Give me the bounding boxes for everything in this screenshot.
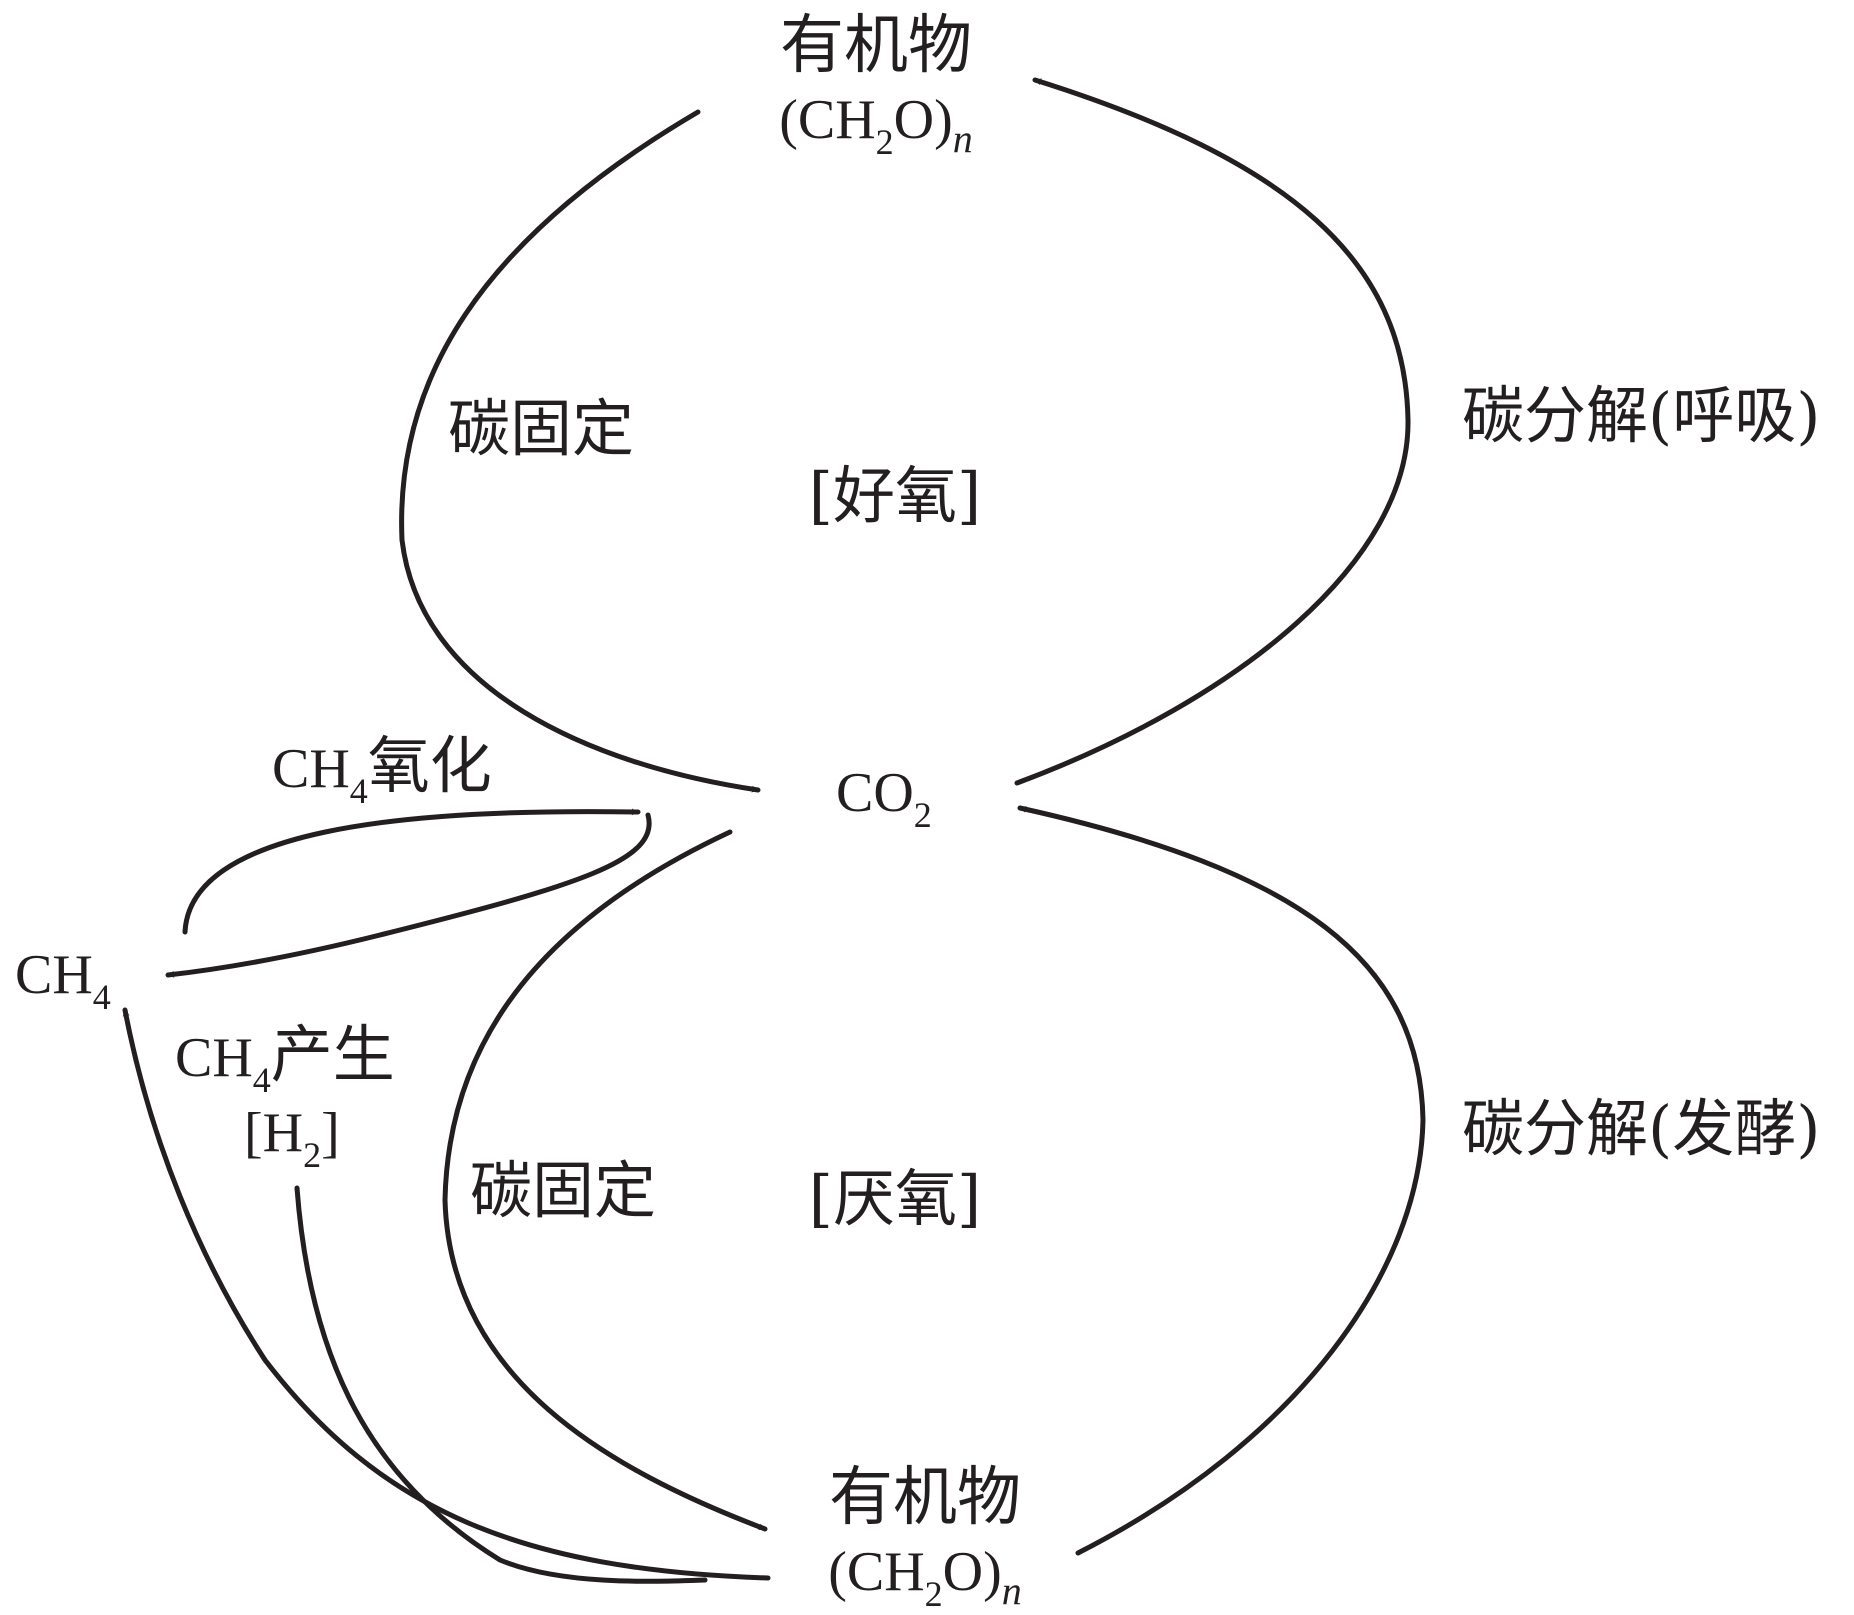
ch4-oxidation-label: CH4氧化 (272, 733, 492, 809)
formula-part: (CH (779, 89, 876, 151)
formula-index: n (1001, 1568, 1022, 1613)
formula-subscript: 4 (92, 977, 111, 1017)
bottom-organic-label: 有机物 (829, 1461, 1021, 1535)
formula-part: [H (244, 1102, 304, 1164)
formula-subscript: 2 (913, 795, 932, 835)
formula-part: CH (15, 944, 93, 1006)
formula-subscript: 2 (303, 1135, 322, 1175)
co2-label: CO2 (836, 762, 932, 833)
formula-part: ] (321, 1102, 340, 1164)
arrow-fixation-aerobic (399, 109, 761, 793)
h2-label: [H2] (244, 1102, 340, 1173)
formula-part: O) (893, 89, 953, 151)
label-text: 产生 (270, 1022, 395, 1090)
top-organic-label: 有机物 (780, 9, 972, 83)
bottom-organic-formula: (CH2O)n (828, 1541, 1022, 1612)
arrow-ch4-oxidation (182, 808, 641, 935)
arrow-fixation-anaerobic (442, 829, 768, 1532)
decomposition-fermentation-label: 碳分解(发酵) (1462, 1092, 1821, 1165)
formula-subscript: 2 (924, 1574, 943, 1614)
anaerobic-zone-label: [厌氧] (808, 1162, 982, 1235)
arrow-respiration (1014, 77, 1411, 786)
ch4-production-label: CH4产生 (175, 1022, 395, 1098)
formula-subscript: 4 (349, 771, 368, 811)
label-text: 氧化 (367, 733, 492, 801)
arrow-fermentation (1017, 805, 1426, 1556)
aerobic-zone-label: [好氧] (808, 459, 982, 532)
formula-part: (CH (828, 1541, 925, 1603)
ch4-label: CH4 (15, 944, 111, 1015)
formula-part: O) (942, 1541, 1002, 1603)
formula-part: CO (836, 762, 914, 824)
arrow-co2-to-ch4 (165, 812, 652, 978)
carbon-fixation-aerobic-label: 碳固定 (448, 392, 635, 465)
formula-subscript: 2 (875, 122, 894, 162)
formula-subscript: 4 (252, 1060, 271, 1100)
arrow-ch4-production (122, 1007, 771, 1581)
decomposition-respiration-label: 碳分解(呼吸) (1462, 379, 1821, 452)
formula-part: CH (175, 1027, 253, 1089)
top-organic-formula: (CH2O)n (779, 89, 973, 160)
formula-index: n (952, 116, 973, 161)
carbon-fixation-anaerobic-label: 碳固定 (470, 1154, 657, 1227)
line-h2 (294, 1185, 708, 1584)
formula-part: CH (272, 738, 350, 800)
